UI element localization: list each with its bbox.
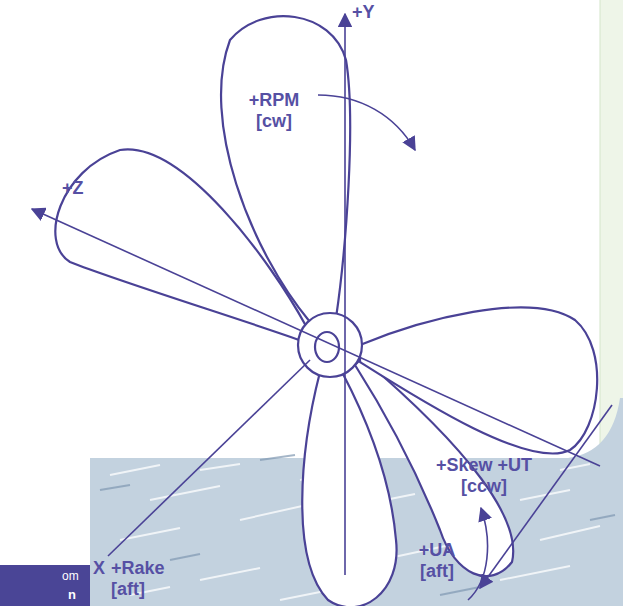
title-band xyxy=(0,565,90,606)
rake-label: +Rake [aft] xyxy=(111,558,173,600)
axis-label: +Z xyxy=(62,178,84,199)
axis-label: +Y xyxy=(352,2,375,23)
skew-label: +Skew +UT [ccw] xyxy=(425,455,543,497)
axis-label: X xyxy=(93,558,105,579)
axial-label: +UA [aft] xyxy=(412,540,462,582)
band-text: om xyxy=(62,569,79,583)
band-text: n xyxy=(68,587,76,602)
rotation-label: +RPM [cw] xyxy=(242,90,306,132)
axes xyxy=(32,14,612,600)
propeller-blades xyxy=(55,16,597,606)
